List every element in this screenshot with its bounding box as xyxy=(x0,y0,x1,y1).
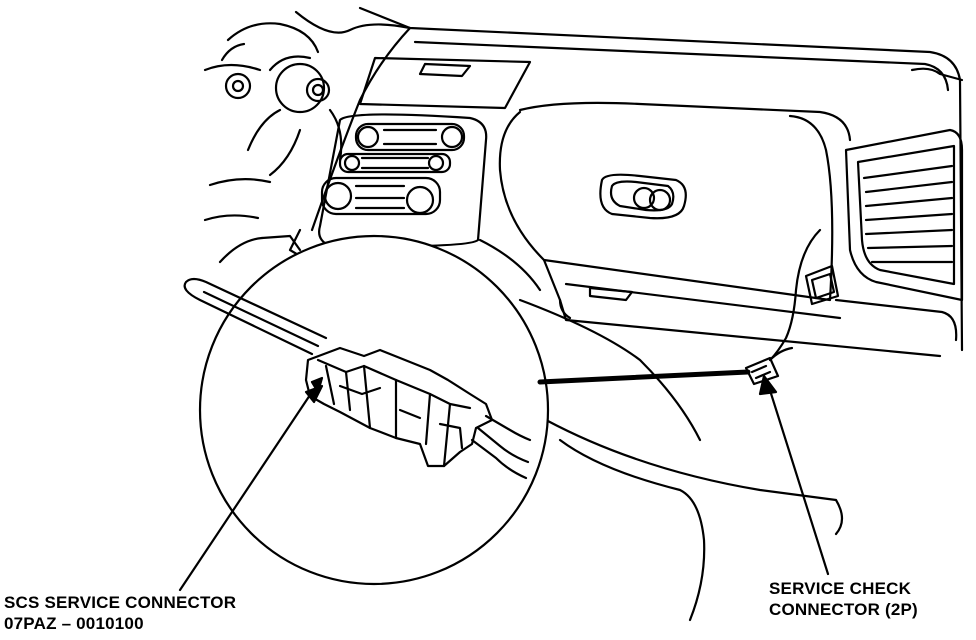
indicator-line xyxy=(537,369,751,385)
service-check-label-line-1: SERVICE CHECK xyxy=(769,579,912,598)
scs-label-line-2: 07PAZ – 0010100 xyxy=(4,614,144,633)
service-check-label-line-2: CONNECTOR (2P) xyxy=(769,600,918,619)
scs-service-connector-label: SCS SERVICE CONNECTOR 07PAZ – 0010100 xyxy=(4,592,236,634)
magnifier-circle xyxy=(198,234,550,586)
service-check-connector-label: SERVICE CHECK CONNECTOR (2P) xyxy=(769,578,918,620)
center-console xyxy=(218,56,532,264)
service-check-connector-shape xyxy=(744,346,794,386)
connector-bracket xyxy=(768,228,840,362)
lower-dash-panel xyxy=(478,238,844,622)
scs-label-line-1: SCS SERVICE CONNECTOR xyxy=(4,593,237,612)
side-vent xyxy=(844,67,964,302)
leader-lines xyxy=(178,374,830,592)
gauge-cluster xyxy=(203,22,343,222)
scs-connector-shape xyxy=(183,277,532,480)
